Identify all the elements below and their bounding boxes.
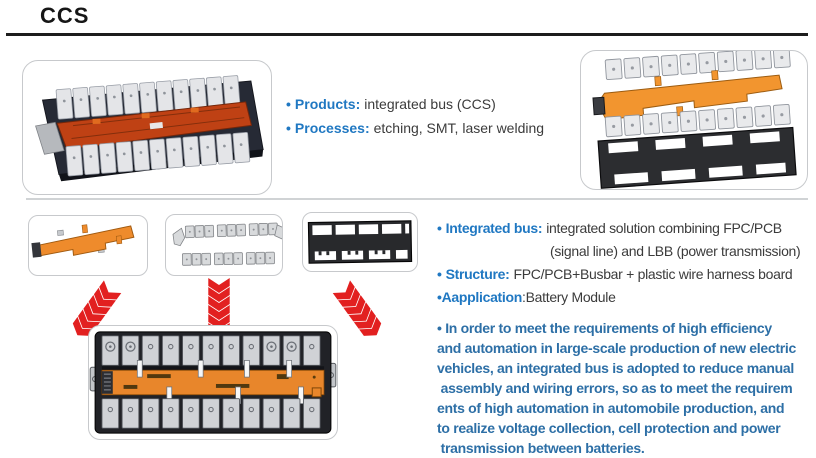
bottom-text-block: •Integrated bus:integrated solution comb… (437, 217, 801, 458)
assembled-ccs-image (88, 325, 338, 440)
bullet-products: •Products:integrated bus (CCS) (286, 92, 544, 116)
assembled-ccs-graphic (89, 331, 337, 434)
battery-module-photo (22, 60, 272, 195)
title-underline (6, 33, 808, 36)
bullet-structure: •Structure:FPC/PCB+Busbar + plastic wire… (437, 263, 800, 286)
paragraph-line: assembly and wiring errors, so as to mee… (437, 380, 793, 396)
bullet-dot: • (286, 120, 291, 136)
products-label: Products: (294, 96, 361, 112)
busbar-set-image (165, 214, 283, 276)
paragraph-line: to realize voltage collection, cell prot… (437, 420, 781, 436)
structure-label: Structure: (445, 266, 510, 282)
processes-value: etching, SMT, laser welding (373, 120, 545, 136)
bullet-dot: • (437, 220, 442, 236)
battery-module-photo-graphic (35, 74, 264, 182)
paragraph-line: • In order to meet the requirements of h… (437, 320, 772, 336)
paragraph-line: ents of high automation in automobile pr… (437, 400, 785, 416)
bullet-dot: • (437, 266, 442, 282)
paragraph-line: and automation in large-scale production… (437, 340, 796, 356)
bullet-application: •Aapplication:Battery Module (437, 286, 800, 309)
processes-label: Processes: (294, 120, 370, 136)
bullet-dot: • (286, 96, 291, 112)
section-divider (26, 198, 808, 200)
fpc-strip-image (28, 215, 148, 276)
ccs-exploded-graphic (592, 51, 797, 189)
harness-board-graphic (307, 220, 413, 264)
top-bullet-list: •Products:integrated bus (CCS) •Processe… (286, 92, 544, 140)
description-paragraph: • In order to meet the requirements of h… (437, 318, 800, 458)
harness-board-image (302, 212, 418, 272)
bullet-integrated-bus: •Integrated bus:integrated solution comb… (437, 217, 800, 240)
application-label: Aapplication (441, 289, 523, 305)
paragraph-line: transmission between batteries. (437, 440, 645, 456)
products-value: integrated bus (CCS) (364, 96, 496, 112)
integrated-bus-value: integrated solution combining FPC/PCB (546, 220, 782, 236)
bullet-dot: • (437, 289, 442, 305)
structure-value: FPC/PCB+Busbar + plastic wire harness bo… (513, 266, 793, 282)
bullet-processes: •Processes:etching, SMT, laser welding (286, 116, 544, 140)
fpc-strip-graphic (31, 224, 135, 258)
application-value: :Battery Module (522, 289, 616, 305)
arrow-down-left-icon (332, 280, 385, 341)
integrated-bus-value-line2: (signal line) and LBB (power transmissio… (550, 243, 801, 259)
integrated-bus-label: Integrated bus: (445, 220, 543, 236)
paragraph-line: vehicles, an integrated bus is adopted t… (437, 360, 794, 376)
page-title: CCS (40, 3, 90, 28)
ccs-exploded-view (580, 50, 808, 190)
busbar-set-graphic (172, 222, 282, 266)
